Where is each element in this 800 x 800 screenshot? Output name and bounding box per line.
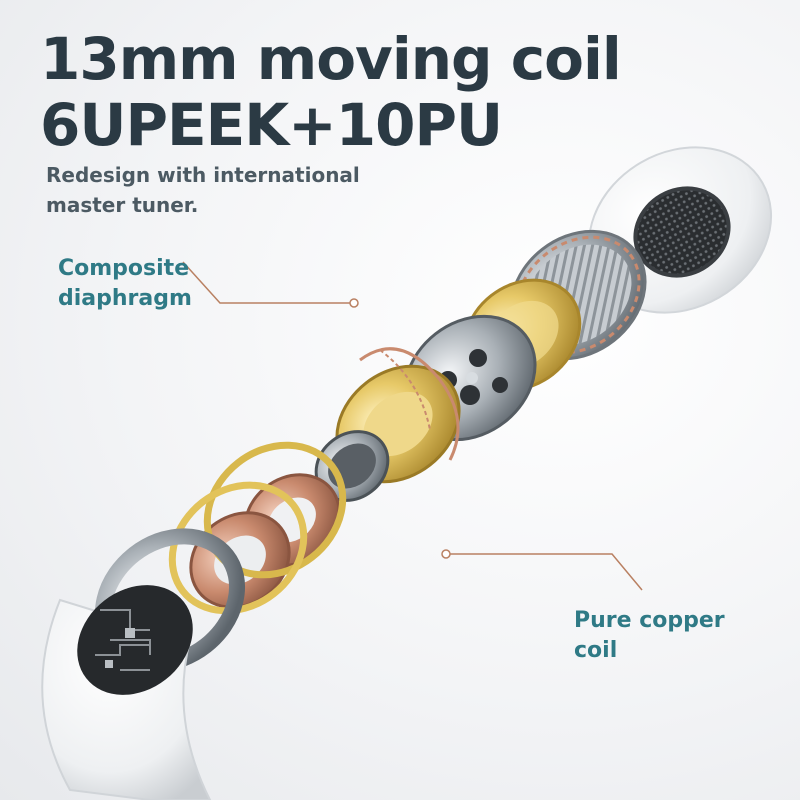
callout-composite-diaphragm: Composite diaphragm bbox=[58, 254, 192, 314]
callout-coil-line-1: Pure copper bbox=[574, 608, 725, 633]
callout-coil-line-2: coil bbox=[574, 638, 618, 663]
leader-dot-diaphragm bbox=[349, 298, 359, 308]
headline-line-2: 6UPEEK+10PU bbox=[40, 91, 503, 159]
leader-dot-coil bbox=[441, 549, 451, 559]
callout-pure-copper-coil: Pure copper coil bbox=[574, 606, 725, 666]
callout-diaphragm-line-1: Composite bbox=[58, 256, 190, 281]
callout-diaphragm-line-2: diaphragm bbox=[58, 286, 192, 311]
leader-line-coil bbox=[448, 553, 643, 591]
earbud-body bbox=[41, 585, 212, 800]
leader-line-diaphragm bbox=[182, 261, 352, 304]
subtitle: Redesign with international master tuner… bbox=[46, 163, 360, 217]
headline-line-1: 13mm moving coil bbox=[40, 25, 622, 93]
